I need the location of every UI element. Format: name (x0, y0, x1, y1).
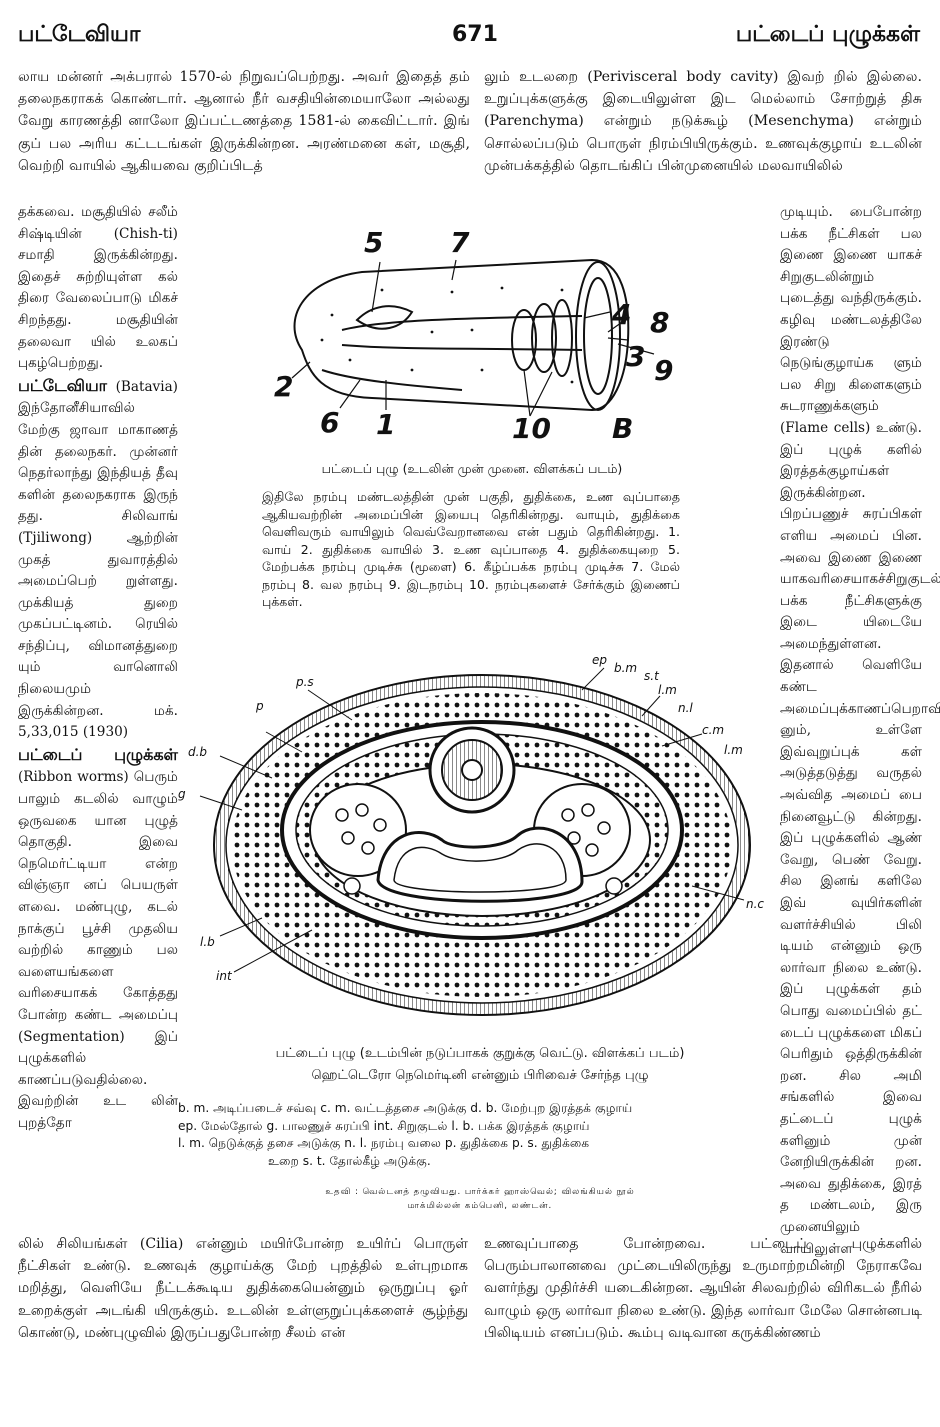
left-column: தக்கவை. மசூதியில் சலீம் சிஷ்டியின் (Chis… (18, 202, 178, 1135)
running-head-left: பட்டேவியா (18, 22, 141, 47)
fig1-label-3: 3 (626, 340, 645, 373)
fig2-label-bm: b.m (614, 661, 637, 675)
legend-line: b. m. அடிப்படைச் சவ்வு c. m. வட்டத்தசை அ… (178, 1101, 633, 1115)
bottom-left-text: லில் சிலியங்கள் (Cilia) என்னும் மயிர்போன… (18, 1236, 468, 1341)
figure-credit-2: மாக்மில்லன் கம்பெனி, லண்டன். (407, 1201, 553, 1211)
ribbon-worms-text: (Ribbon worms) பெரும் பாலும் கடலில் வாழு… (18, 769, 178, 1131)
fig2-label-lb: l.b (200, 935, 215, 949)
fig1-caption: பட்டைப் புழு (உடலின் முன் முனை. விளக்கப்… (321, 461, 623, 476)
fig2-caption-2: ஹெட்டெரோ நெமெர்டினி என்னும் பிரிவைச் சேர… (311, 1068, 649, 1083)
figure-credit-1: உதவி : வெல்டனத் தழுவியது. பார்க்கர் ஹாஸ்… (325, 1187, 635, 1197)
legend-line: ep. மேல்தோல் g. பாலணுச் சுரப்பி int. சிற… (178, 1118, 590, 1133)
fig1-label-5: 5 (364, 226, 383, 259)
fig2-label-lm-right: l.m (724, 743, 743, 757)
fig1-label-9: 9 (654, 354, 673, 387)
right-top-text: லும் உடலறை (Perivisceral body cavity) இவ… (484, 69, 922, 174)
fig1-label-2: 2 (274, 370, 293, 403)
bottom-left-paragraph: லில் சிலியங்கள் (Cilia) என்னும் மயிர்போன… (18, 1233, 468, 1344)
figure-anterior-end: 5 7 4 8 3 9 2 6 1 10 B (274, 226, 673, 445)
fig2-label-g: g (178, 787, 186, 801)
fig1-description: இதிலே நரம்பு மண்டலத்தின் முன் பகுதி, துத… (262, 489, 680, 609)
legend-line: உறை s. t. தோல்கீழ் அடுக்கு. (268, 1153, 431, 1168)
fig2-label-cm: c.m (702, 723, 724, 737)
fig2-label-db: d.b (188, 745, 207, 759)
fig2-label-nl: n.l (678, 701, 693, 715)
right-top-paragraph: லும் உடலறை (Perivisceral body cavity) இவ… (484, 66, 922, 177)
fig2-label-st: s.t (644, 669, 660, 683)
right-column: முடியும். பைபோன்ற பக்க நீட்சிகள் பல இணை … (780, 202, 940, 1260)
fig1-label-10: 10 (512, 412, 551, 445)
fig2-label-nc: n.c (746, 897, 764, 911)
fig2-label-int: int (216, 969, 233, 983)
fig1-label-B: B (612, 412, 633, 445)
bottom-right-text: உணவுப்பாதை போன்றவை. பட்டைப் புழுக்களில் … (484, 1236, 922, 1341)
batavia-text: (Batavia) இந்தோனீசியாவில் மேற்கு ஜாவா மா… (18, 378, 178, 741)
headword-ribbon-worms: பட்டைப் புழுக்கள் (18, 744, 178, 764)
fig1-label-6: 6 (320, 406, 339, 439)
figure-cross-section: p.s ep b.m s.t l.m n.l c.m l.m p d.b g n… (178, 653, 764, 1016)
fig2-caption: பட்டைப் புழு (உடம்பின் நடுப்பாகக் குறுக்… (275, 1046, 685, 1061)
fig2-label-p: p (255, 699, 264, 713)
left-top-text: லாய மன்னர் அக்பரால் 1570-ல் நிறுவப்பெற்ற… (18, 69, 470, 174)
fig2-label-lm-top: l.m (658, 683, 677, 697)
entry-batavia: பட்டேவியா (Batavia) இந்தோனீசியாவில் மேற்… (18, 375, 178, 744)
bottom-right-paragraph: உணவுப்பாதை போன்றவை. பட்டைப் புழுக்களில் … (484, 1233, 922, 1344)
left-column-para-1: தக்கவை. மசூதியில் சலீம் சிஷ்டியின் (Chis… (18, 204, 178, 372)
fig1-label-1: 1 (376, 408, 395, 441)
fig2-label-ep: ep (592, 653, 607, 667)
fig1-label-8: 8 (650, 306, 669, 339)
entry-ribbon-worms: பட்டைப் புழுக்கள் (Ribbon worms) பெரும் … (18, 744, 178, 1135)
fig2-legend: b. m. அடிப்படைச் சவ்வு c. m. வட்டத்தசை அ… (178, 1100, 776, 1170)
right-column-text: முடியும். பைபோன்ற பக்க நீட்சிகள் பல இணை … (780, 204, 940, 1257)
headword-batavia: பட்டேவியா (18, 375, 108, 395)
page-number: 671 (452, 22, 498, 47)
running-head-right: பட்டைப் புழுக்கள் (735, 22, 920, 47)
left-top-paragraph: லாய மன்னர் அக்பரால் 1570-ல் நிறுவப்பெற்ற… (18, 66, 470, 177)
legend-line: l. m. நெடுக்குத் தசை அடுக்கு n. l. நரம்ப… (178, 1136, 590, 1150)
fig1-label-4: 4 (611, 298, 631, 331)
fig2-label-ps: p.s (295, 675, 314, 689)
fig1-label-7: 7 (450, 226, 470, 259)
